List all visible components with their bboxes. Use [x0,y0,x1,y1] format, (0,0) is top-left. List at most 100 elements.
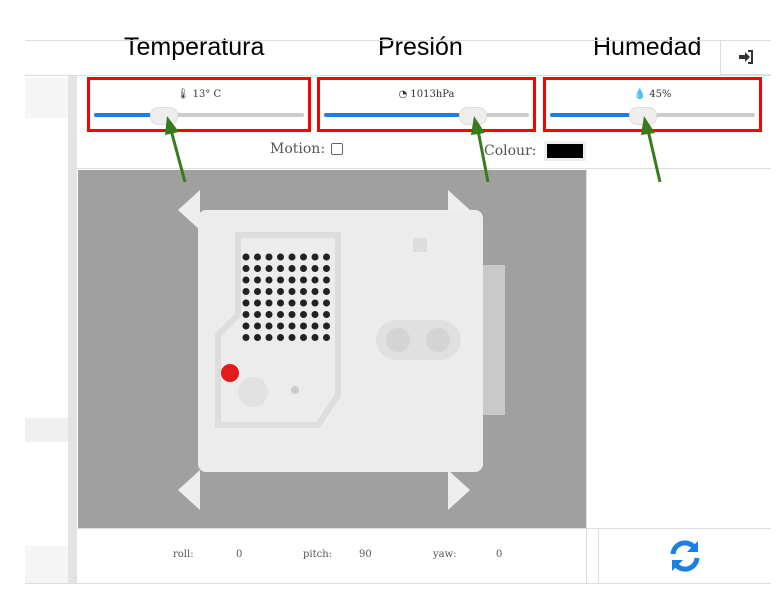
led-pixel [300,265,307,272]
divider [25,75,771,76]
led-pixel [242,265,250,272]
led-pixel [277,334,284,341]
led-pixel [288,322,296,330]
led-pixel [300,334,307,341]
roll-label: roll: [173,549,194,560]
led-pixel [265,265,273,272]
led-pixel [242,288,250,295]
led-pixel [277,265,284,272]
sense-hat-3d-view[interactable] [78,170,586,528]
led-pixel [277,276,284,284]
humidity-value: 45% [649,89,672,100]
led-pixel [242,334,250,341]
led-pixel [254,265,261,272]
led-pixel [277,253,284,261]
pitch-value: 90 [359,549,372,560]
slider-thumb[interactable] [150,107,179,125]
led-pixel [254,253,261,261]
reset-button[interactable] [667,538,703,578]
led-pixel [323,311,330,318]
annotation-humedad: Humedad [593,33,702,61]
led-pixel [311,276,319,284]
refresh-icon [670,540,700,572]
humidity-slider[interactable] [550,107,755,125]
pressure-slider[interactable] [324,107,529,125]
led-pixel [288,276,296,284]
yaw-value: 0 [496,549,503,560]
temperature-slider[interactable] [94,107,304,125]
led-pixel [300,253,307,261]
led-pixel [323,288,330,295]
led-pixel [242,322,250,330]
led-pixel [300,311,307,318]
sign-in-button[interactable] [720,40,771,75]
led-pixel [323,265,330,272]
led-pixel [311,299,319,307]
motion-checkbox[interactable] [331,143,344,155]
led-pixel [288,253,296,261]
led-pixel [311,334,319,341]
temperature-value: 13° C [192,89,222,100]
roll-value: 0 [236,549,243,560]
led-pixel [323,322,330,330]
led-pixel [254,276,261,284]
led-matrix [242,253,330,341]
pressure-slider-group: ◔ 1013hPa [317,77,536,132]
annotation-presion: Presión [378,33,463,61]
led-pixel [311,311,319,318]
led-pixel [300,276,307,284]
pressure-value: 1013hPa [410,89,455,100]
led-pixel [265,253,273,261]
led-pixel [288,288,296,295]
top-border [25,40,771,41]
led-pixel [277,322,284,330]
led-pixel [242,299,250,307]
led-pixel [242,311,250,318]
led-pixel [323,334,330,341]
led-pixel [254,334,261,341]
led-pixel [323,299,330,307]
led-pixel [277,288,284,295]
yaw-label: yaw: [433,549,457,560]
colour-picker[interactable] [544,141,587,161]
led-pixel [300,288,307,295]
led-pixel [288,311,296,318]
gauge-icon: ◔ [398,89,408,100]
panel-resize-handle[interactable] [68,76,77,584]
led-pixel [265,299,273,307]
led-pixel [265,276,273,284]
led-pixel [265,322,273,330]
led-pixel [311,322,319,330]
led-pixel [265,334,273,341]
led-pixel [254,311,261,318]
led-pixel [254,299,261,307]
sense-hat-model [178,190,505,510]
led-pixel [265,288,273,295]
thermometer-icon: 🌡 [176,89,190,100]
led-pixel [288,334,296,341]
slider-thumb[interactable] [458,107,487,125]
sign-in-icon [739,50,753,64]
temperature-slider-group: 🌡 13° C [87,77,311,132]
led-pixel [254,288,261,295]
led-pixel [277,299,284,307]
led-pixel [311,253,319,261]
left-panel-item[interactable] [25,546,68,583]
led-pixel [277,311,284,318]
left-panel-item[interactable] [25,78,68,118]
led-pixel [323,253,330,261]
led-pixel [311,265,319,272]
led-pixel [242,253,250,261]
motion-label: Motion: [270,141,326,157]
left-panel-item[interactable] [25,418,68,442]
red-led [221,364,239,382]
led-pixel [311,288,319,295]
led-pixel [254,322,261,330]
led-pixel [288,299,296,307]
humidity-drop-icon: 💧 [633,89,647,100]
led-pixel [323,276,330,284]
led-pixel [300,299,307,307]
led-pixel [288,265,296,272]
led-pixel [300,322,307,330]
